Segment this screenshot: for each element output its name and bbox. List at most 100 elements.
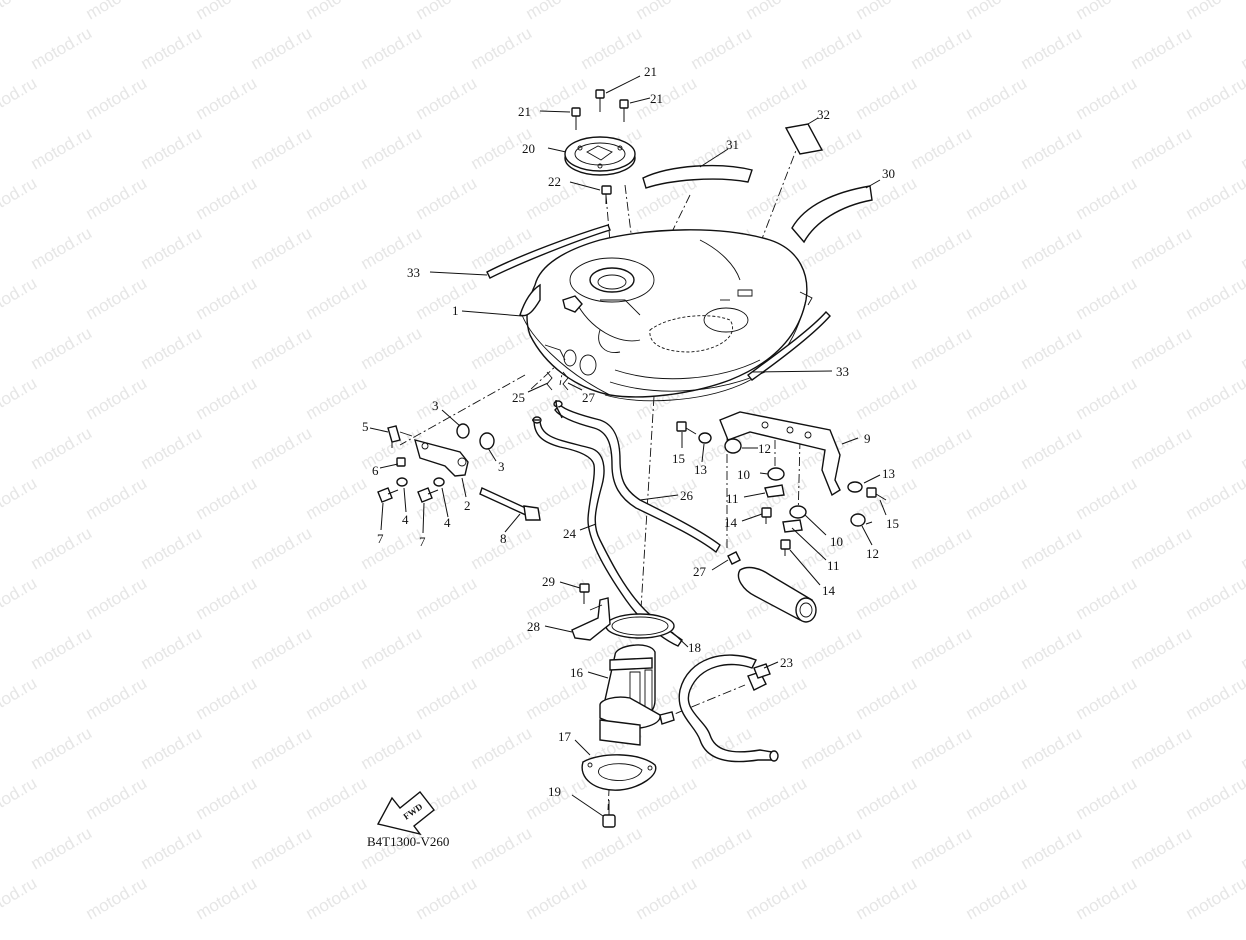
left-bracket-assembly xyxy=(370,410,540,533)
watermark-text: motod.ru xyxy=(413,273,481,323)
watermark-text: motod.ru xyxy=(28,723,96,773)
watermark-text: motod.ru xyxy=(138,23,206,73)
watermark-text: motod.ru xyxy=(0,73,40,123)
watermark-text: motod.ru xyxy=(688,823,756,873)
watermark-text: motod.ru xyxy=(1073,373,1141,423)
callout-13: 13 xyxy=(882,466,895,481)
callout-31: 31 xyxy=(726,137,739,152)
watermark-text: motod.ru xyxy=(1073,273,1141,323)
watermark-text: motod.ru xyxy=(193,373,261,423)
watermark-text: motod.ru xyxy=(248,323,316,373)
watermark-text: motod.ru xyxy=(1018,623,1086,673)
filler-cap xyxy=(548,137,635,175)
watermark-text: motod.ru xyxy=(0,673,40,723)
watermark-text: motod.ru xyxy=(138,123,206,173)
watermark-text: motod.ru xyxy=(908,423,976,473)
callout-29: 29 xyxy=(542,574,555,589)
watermark-text: motod.ru xyxy=(1073,673,1141,723)
watermark-text: motod.ru xyxy=(358,123,426,173)
callout-21: 21 xyxy=(644,64,657,79)
watermark-text: motod.ru xyxy=(1128,223,1196,273)
callout-3: 3 xyxy=(498,459,505,474)
watermark-text: motod.ru xyxy=(248,723,316,773)
watermark-text: motod.ru xyxy=(358,323,426,373)
watermark-text: motod.ru xyxy=(358,723,426,773)
watermark-text: motod.ru xyxy=(853,373,921,423)
watermark-text: motod.ru xyxy=(468,823,536,873)
watermark-text: motod.ru xyxy=(1183,473,1246,523)
callout-17: 17 xyxy=(558,729,572,744)
watermark-text: motod.ru xyxy=(743,73,811,123)
watermark-text: motod.ru xyxy=(963,873,1031,923)
watermark-text: motod.ru xyxy=(193,273,261,323)
watermark-text: motod.ru xyxy=(1018,223,1086,273)
watermark-text: motod.ru xyxy=(853,273,921,323)
callout-8: 8 xyxy=(500,531,507,546)
watermark-text: motod.ru xyxy=(83,473,151,523)
callout-27: 27 xyxy=(693,564,707,579)
watermark-text: motod.ru xyxy=(193,873,261,923)
watermark-text: motod.ru xyxy=(83,0,151,23)
watermark-text: motod.ru xyxy=(28,23,96,73)
watermark-text: motod.ru xyxy=(28,623,96,673)
callout-7: 7 xyxy=(419,534,426,549)
callout-9: 9 xyxy=(864,431,871,446)
watermark-text: motod.ru xyxy=(908,623,976,673)
watermark-text: motod.ru xyxy=(303,873,371,923)
watermark-text: motod.ru xyxy=(303,673,371,723)
watermark-text: motod.ru xyxy=(413,373,481,423)
callout-19: 19 xyxy=(548,784,561,799)
watermark-text: motod.ru xyxy=(193,0,261,23)
watermark-text: motod.ru xyxy=(1018,123,1086,173)
watermark-text: motod.ru xyxy=(1238,823,1246,873)
watermark-text: motod.ru xyxy=(743,173,811,223)
callout-26: 26 xyxy=(680,488,694,503)
callout-33: 33 xyxy=(836,364,849,379)
watermark-text: motod.ru xyxy=(1128,323,1196,373)
watermark-text: motod.ru xyxy=(303,573,371,623)
watermark-text: motod.ru xyxy=(1128,23,1196,73)
watermark-text: motod.ru xyxy=(413,873,481,923)
watermark-text: motod.ru xyxy=(963,673,1031,723)
watermark-text: motod.ru xyxy=(303,73,371,123)
callout-2: 2 xyxy=(464,498,471,513)
callout-22: 22 xyxy=(548,174,561,189)
watermark-text: motod.ru xyxy=(303,473,371,523)
watermark-text: motod.ru xyxy=(853,673,921,723)
watermark-text: motod.ru xyxy=(1183,173,1246,223)
watermark-text: motod.ru xyxy=(83,373,151,423)
watermark-text: motod.ru xyxy=(193,573,261,623)
watermark-text: motod.ru xyxy=(798,623,866,673)
callout-11: 11 xyxy=(726,491,739,506)
watermark-text: motod.ru xyxy=(1238,23,1246,73)
watermark-text: motod.ru xyxy=(1018,723,1086,773)
watermark-text: motod.ru xyxy=(633,0,701,23)
callout-18: 18 xyxy=(688,640,701,655)
watermark-text: motod.ru xyxy=(468,723,536,773)
watermark-text: motod.ru xyxy=(1183,73,1246,123)
watermark-text: motod.ru xyxy=(1073,0,1141,23)
watermark-text: motod.ru xyxy=(193,473,261,523)
watermark-text: motod.ru xyxy=(83,673,151,723)
callout-3: 3 xyxy=(432,398,439,413)
watermark-text: motod.ru xyxy=(1128,723,1196,773)
watermark-text: motod.ru xyxy=(28,223,96,273)
watermark-text: motod.ru xyxy=(0,573,40,623)
watermark-text: motod.ru xyxy=(853,873,921,923)
callout-1: 1 xyxy=(452,303,459,318)
watermark-text: motod.ru xyxy=(1238,223,1246,273)
callout-4: 4 xyxy=(444,515,451,530)
watermark-text: motod.ru xyxy=(1183,273,1246,323)
watermark-text: motod.ru xyxy=(908,223,976,273)
watermark-text: motod.ru xyxy=(413,73,481,123)
watermark-text: motod.ru xyxy=(963,173,1031,223)
watermark-text: motod.ru xyxy=(138,523,206,573)
watermark-text: motod.ru xyxy=(1238,323,1246,373)
watermark-text: motod.ru xyxy=(0,173,40,223)
watermark-text: motod.ru xyxy=(908,323,976,373)
watermark-text: motod.ru xyxy=(28,523,96,573)
callout-11: 11 xyxy=(827,558,840,573)
callout-14: 14 xyxy=(724,515,738,530)
watermark-text: motod.ru xyxy=(1128,623,1196,673)
watermark-text: motod.ru xyxy=(908,123,976,173)
